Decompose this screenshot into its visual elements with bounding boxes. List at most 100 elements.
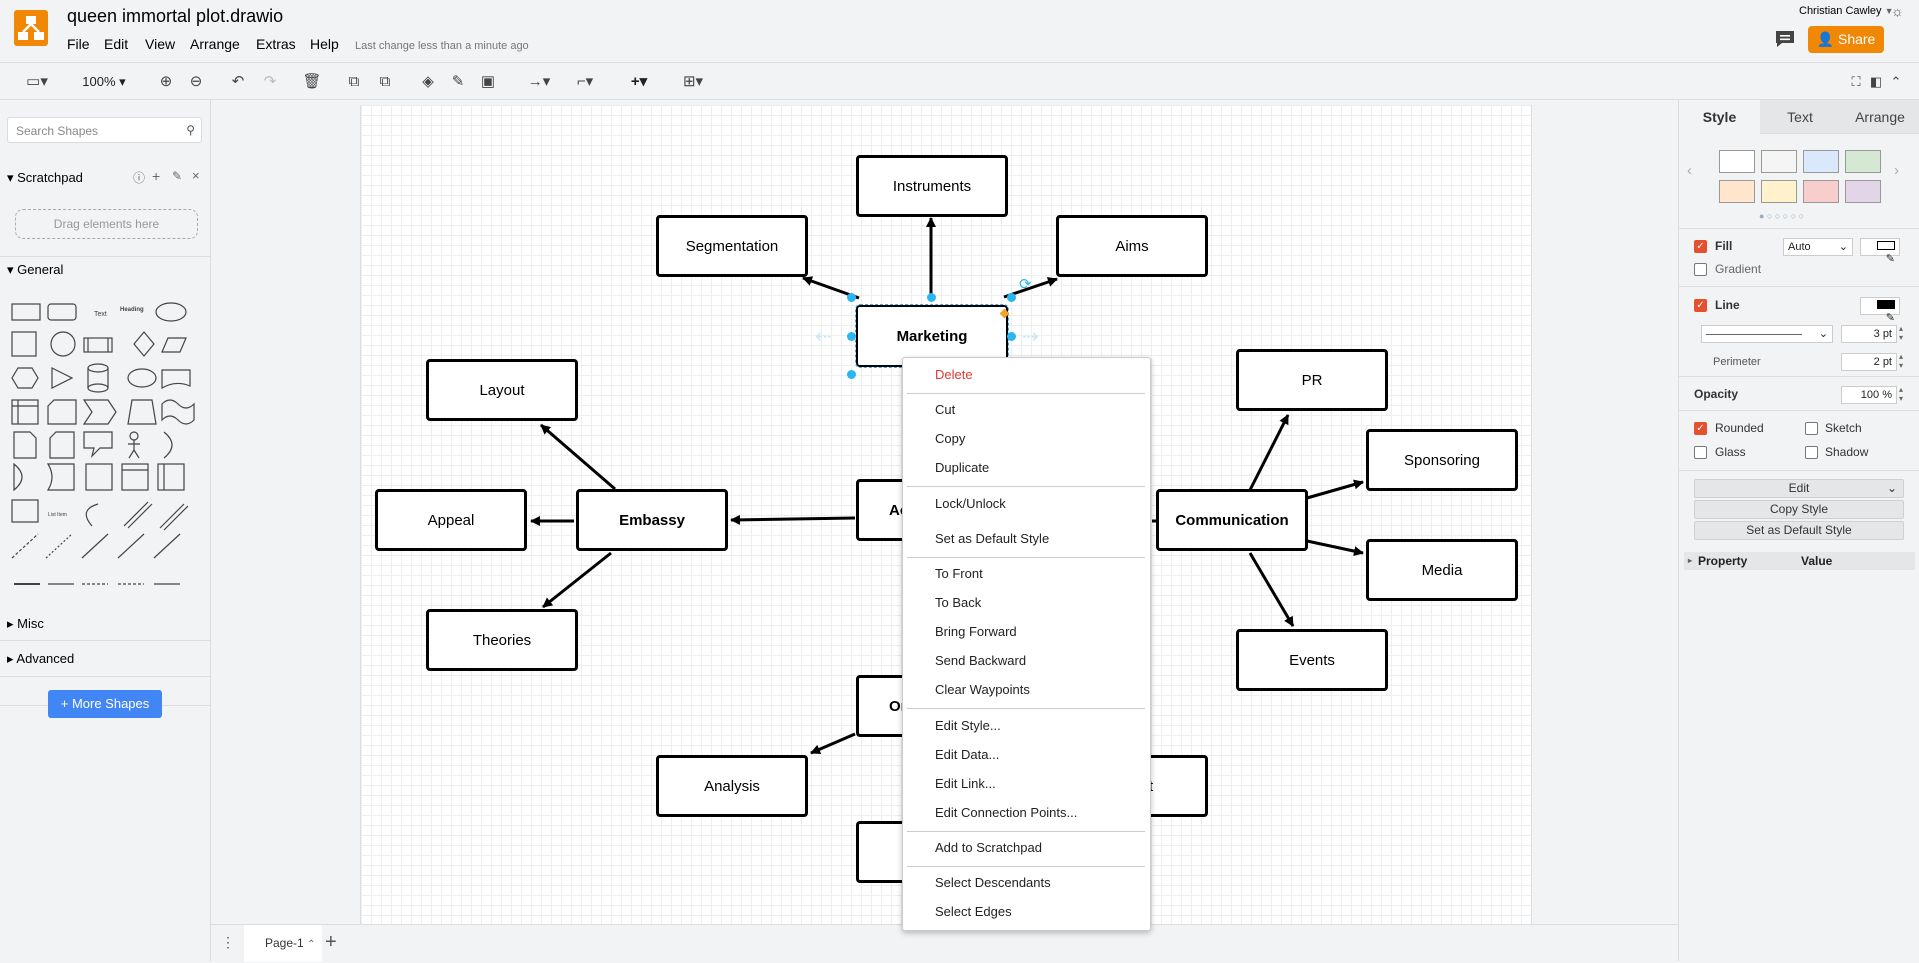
to-back-icon[interactable]: ⧉: [379, 73, 391, 90]
file-title[interactable]: queen immortal plot.drawio: [67, 6, 284, 26]
to-front-icon[interactable]: ⧉: [348, 73, 360, 90]
zoom-in-icon[interactable]: ⊕: [159, 73, 173, 90]
fill-checkbox[interactable]: ✓: [1694, 240, 1707, 253]
style-swatch[interactable]: [1845, 180, 1881, 203]
clone-arrow-right-icon[interactable]: ⇢: [1022, 326, 1039, 348]
search-shapes-input[interactable]: Search Shapes ⚲: [7, 117, 202, 143]
menu-arrange[interactable]: Arrange: [190, 36, 240, 52]
scratchpad-header[interactable]: ▾ Scratchpad: [7, 170, 83, 185]
table-icon[interactable]: ⊞▾: [682, 73, 704, 90]
copy-style-button[interactable]: Copy Style: [1694, 500, 1904, 519]
line-width-stepper[interactable]: ▴▾: [1899, 324, 1904, 342]
menu-file[interactable]: File: [67, 36, 90, 52]
menu-item-set-default-style[interactable]: Set as Default Style: [935, 531, 1050, 546]
fill-color-icon[interactable]: ◈: [422, 73, 434, 90]
style-swatch[interactable]: [1761, 180, 1797, 203]
resize-handle[interactable]: [927, 293, 936, 302]
menu-item-edit-link[interactable]: Edit Link...: [935, 776, 996, 791]
undo-icon[interactable]: ↶: [231, 73, 245, 90]
node-embassy[interactable]: Embassy: [576, 489, 728, 551]
add-page-icon[interactable]: +: [325, 931, 337, 953]
menu-item-delete[interactable]: Delete: [935, 367, 973, 382]
style-swatch[interactable]: [1803, 150, 1839, 173]
line-checkbox[interactable]: ✓: [1694, 299, 1707, 312]
resize-handle[interactable]: [847, 293, 856, 302]
edit-icon[interactable]: ✎: [172, 169, 183, 183]
rounded-checkbox[interactable]: ✓: [1694, 422, 1707, 435]
tab-arrange[interactable]: Arrange: [1840, 100, 1919, 134]
edit-style-button[interactable]: Edit⌄: [1694, 479, 1904, 498]
menu-item-select-edges[interactable]: Select Edges: [935, 904, 1012, 919]
redo-icon[interactable]: ↷: [263, 73, 277, 90]
close-icon[interactable]: ×: [192, 168, 200, 183]
delete-icon[interactable]: 🗑: [302, 73, 322, 90]
menu-item-to-front[interactable]: To Front: [935, 566, 983, 581]
insert-icon[interactable]: +▾: [630, 73, 648, 90]
menu-edit[interactable]: Edit: [104, 36, 129, 52]
fill-mode-select[interactable]: Auto ⌄: [1783, 238, 1853, 256]
pages-menu-icon[interactable]: ⋮: [221, 934, 235, 950]
zoom-select[interactable]: 100% ▾: [82, 74, 126, 89]
menu-item-select-descendants[interactable]: Select Descendants: [935, 875, 1051, 890]
style-swatch[interactable]: [1845, 150, 1881, 173]
sketch-checkbox[interactable]: [1805, 422, 1818, 435]
menu-item-edit-style[interactable]: Edit Style...: [935, 718, 1001, 733]
general-header[interactable]: ▾ General: [7, 262, 64, 277]
style-swatch[interactable]: [1719, 180, 1755, 203]
advanced-header[interactable]: ▸ Advanced: [7, 651, 75, 666]
node-communication[interactable]: Communication: [1156, 489, 1308, 551]
clone-arrow-left-icon[interactable]: ⇠: [815, 326, 832, 348]
menu-item-send-backward[interactable]: Send Backward: [935, 653, 1027, 668]
menu-item-lock-unlock[interactable]: Lock/Unlock: [935, 496, 1006, 511]
line-width-input[interactable]: 3 pt: [1841, 325, 1897, 343]
node-pr[interactable]: PR: [1236, 349, 1388, 411]
glass-checkbox[interactable]: [1694, 446, 1707, 459]
shadow-icon[interactable]: ▣: [480, 73, 496, 90]
zoom-out-icon[interactable]: ⊖: [189, 73, 203, 90]
sidebar-toggle-icon[interactable]: ▭▾: [26, 73, 48, 90]
menu-item-bring-forward[interactable]: Bring Forward: [935, 624, 1017, 639]
scratchpad-dropzone[interactable]: Drag elements here: [15, 209, 198, 239]
general-shapes-palette[interactable]: Text Heading List Item: [8, 296, 204, 696]
user-menu[interactable]: Christian Cawley ▼: [1799, 5, 1894, 17]
shadow-checkbox[interactable]: [1805, 446, 1818, 459]
node-segmentation[interactable]: Segmentation: [656, 215, 808, 277]
last-change-status[interactable]: Last change less than a minute ago: [355, 40, 529, 52]
resize-handle[interactable]: [847, 332, 856, 341]
node-aims[interactable]: Aims: [1056, 215, 1208, 277]
gradient-checkbox[interactable]: [1694, 263, 1707, 276]
fullscreen-icon[interactable]: ⛶: [1851, 74, 1861, 89]
fill-color-picker[interactable]: ✎: [1860, 238, 1900, 265]
opacity-stepper[interactable]: ▴▾: [1899, 385, 1904, 403]
menu-item-add-to-scratchpad[interactable]: Add to Scratchpad: [935, 840, 1042, 855]
node-media[interactable]: Media: [1366, 539, 1518, 601]
rotate-icon[interactable]: ⟳: [1019, 276, 1032, 293]
share-button[interactable]: 👤 Share: [1808, 26, 1884, 53]
resize-handle[interactable]: [1007, 293, 1016, 302]
menu-item-clear-waypoints[interactable]: Clear Waypoints: [935, 682, 1030, 697]
line-color-picker[interactable]: ✎: [1860, 297, 1900, 324]
perimeter-stepper[interactable]: ▴▾: [1899, 352, 1904, 370]
style-swatch[interactable]: [1719, 150, 1755, 173]
menu-item-to-back[interactable]: To Back: [935, 595, 982, 610]
format-panel-icon[interactable]: ◧: [1869, 74, 1883, 89]
chevron-left-icon[interactable]: ‹: [1687, 162, 1692, 179]
misc-header[interactable]: ▸ Misc: [7, 616, 44, 631]
node-theories[interactable]: Theories: [426, 609, 578, 671]
page-tab[interactable]: Page-1 ⌃: [244, 925, 322, 962]
style-swatch[interactable]: [1761, 150, 1797, 173]
menu-item-edit-data[interactable]: Edit Data...: [935, 747, 1000, 762]
node-events[interactable]: Events: [1236, 629, 1388, 691]
connection-icon[interactable]: →▾: [527, 73, 551, 90]
resize-handle[interactable]: [847, 370, 856, 379]
node-appeal[interactable]: Appeal: [375, 489, 527, 551]
node-marketing[interactable]: Marketing: [855, 304, 1009, 368]
opacity-input[interactable]: 100 %: [1841, 386, 1897, 404]
more-shapes-button[interactable]: + More Shapes: [48, 690, 162, 718]
resize-handle[interactable]: [1007, 332, 1016, 341]
style-swatch[interactable]: [1803, 180, 1839, 203]
menu-item-duplicate[interactable]: Duplicate: [935, 460, 990, 475]
drawio-logo[interactable]: [14, 10, 48, 46]
collapse-icon[interactable]: ⌃: [1890, 74, 1902, 89]
chevron-right-icon[interactable]: ›: [1894, 162, 1899, 179]
